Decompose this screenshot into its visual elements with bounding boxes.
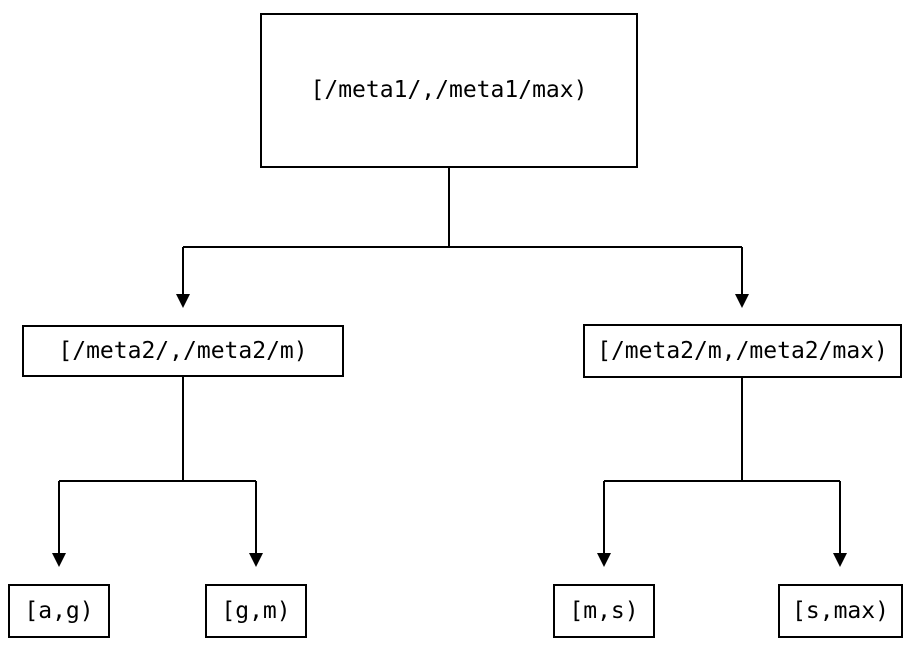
node-right-child: [/meta2/m,/meta2/max) [583, 324, 902, 378]
node-leaf-m-s: [m,s) [553, 584, 655, 638]
down-arrowhead-icon [735, 294, 749, 308]
down-arrowhead-icon [833, 553, 847, 567]
node-leaf-m-s-label: [m,s) [569, 597, 639, 624]
node-leaf-g-m: [g,m) [205, 584, 307, 638]
node-leaf-s-max: [s,max) [778, 584, 903, 638]
node-root-label: [/meta1/,/meta1/max) [310, 77, 588, 103]
node-root: [/meta1/,/meta1/max) [260, 13, 638, 168]
node-right-child-label: [/meta2/m,/meta2/max) [597, 337, 888, 364]
down-arrowhead-icon [176, 294, 190, 308]
node-leaf-a-g: [a,g) [8, 584, 110, 638]
node-left-child-label: [/meta2/,/meta2/m) [58, 337, 308, 364]
down-arrowhead-icon [597, 553, 611, 567]
down-arrowhead-icon [249, 553, 263, 567]
node-leaf-g-m-label: [g,m) [221, 597, 291, 624]
node-left-child: [/meta2/,/meta2/m) [22, 325, 344, 377]
node-leaf-s-max-label: [s,max) [792, 597, 889, 624]
down-arrowhead-icon [52, 553, 66, 567]
node-leaf-a-g-label: [a,g) [24, 597, 94, 624]
